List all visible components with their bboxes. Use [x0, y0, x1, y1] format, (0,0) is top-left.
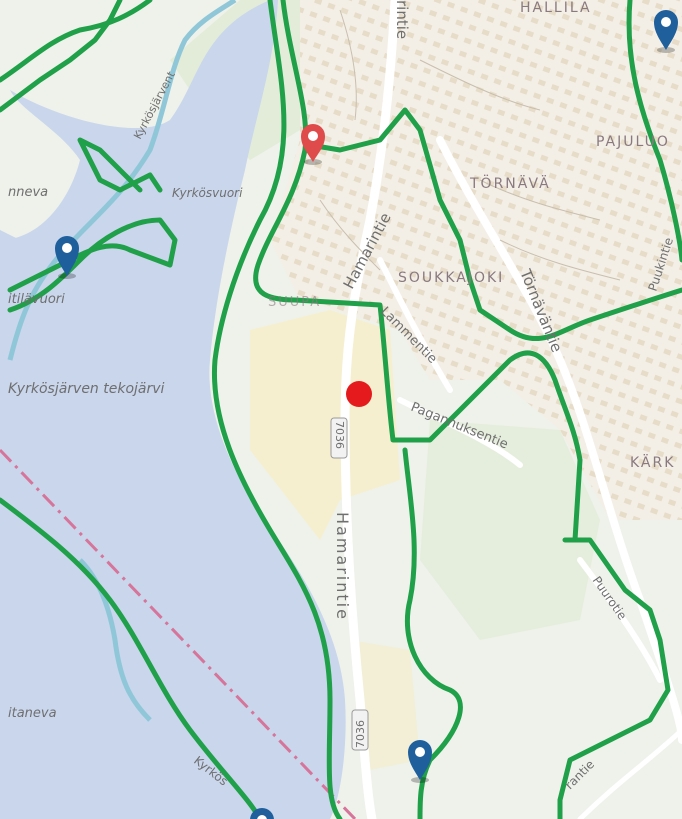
road-pagannuksentie[interactable]: [397, 397, 523, 468]
place-label-kyrkosvuori: Kyrkösvuori: [172, 186, 243, 200]
map-pin-icon-blue[interactable]: [250, 808, 274, 819]
place-label-soukkajoki: SOUKKAJOKI: [398, 270, 504, 286]
creek: [7, 0, 237, 361]
place-label-karki: KÄRK: [630, 453, 675, 471]
route-shield-7036-south: 7036: [351, 709, 369, 751]
trail-top-left[interactable]: [0, 0, 153, 83]
water-label-nneva: nneva: [8, 185, 48, 200]
trail-creek-loop[interactable]: [77, 137, 163, 193]
road-railway-bottom: [577, 727, 682, 819]
trail-main-loop[interactable]: [211, 0, 343, 819]
trail-west-lake-shore[interactable]: [253, 0, 583, 543]
place-label-sulka: SUUPA: [268, 295, 321, 310]
water-label-lake: Kyrkösjärven tekojärvi: [8, 381, 165, 397]
trail-northwest-loop[interactable]: [7, 217, 178, 313]
current-location-dot[interactable]: [346, 381, 372, 407]
trail-northwest[interactable]: [0, 0, 123, 113]
map-pin-icon-red[interactable]: [301, 124, 325, 165]
trail-north-branch[interactable]: [307, 107, 682, 342]
place-label-tornava: TÖRNÄVÄ: [469, 174, 551, 192]
road-label-hamarintie-south: Hamarintie: [333, 512, 352, 621]
trail-southwest[interactable]: [0, 497, 263, 819]
municipal-boundary: [0, 448, 357, 819]
road-puurotie[interactable]: [577, 557, 663, 683]
road-lammentie[interactable]: [377, 257, 453, 393]
route-shield-7036-north: 7036: [330, 417, 348, 459]
map-pin-icon-blue[interactable]: [55, 236, 79, 279]
water-label-itilavuori: itilävuori: [8, 292, 65, 307]
trail-southeast[interactable]: [557, 537, 671, 819]
industrial-area: [250, 310, 400, 540]
svg-text:7036: 7036: [354, 720, 367, 748]
residential-area: [270, 0, 682, 520]
water-label-itaneva: itaneva: [8, 706, 57, 721]
place-label-hallila: HALLILA: [520, 0, 592, 16]
map-pin-icon-blue[interactable]: [408, 740, 432, 783]
road-label-hamarintie-top: rintie: [393, 0, 411, 39]
map-pin-icon-blue[interactable]: [654, 10, 678, 53]
lake: [0, 0, 346, 819]
trail-east[interactable]: [626, 0, 682, 263]
place-label-pajuluoma: PAJULUO: [596, 134, 670, 150]
svg-text:7036: 7036: [333, 421, 346, 449]
forest-patch: [420, 420, 600, 640]
